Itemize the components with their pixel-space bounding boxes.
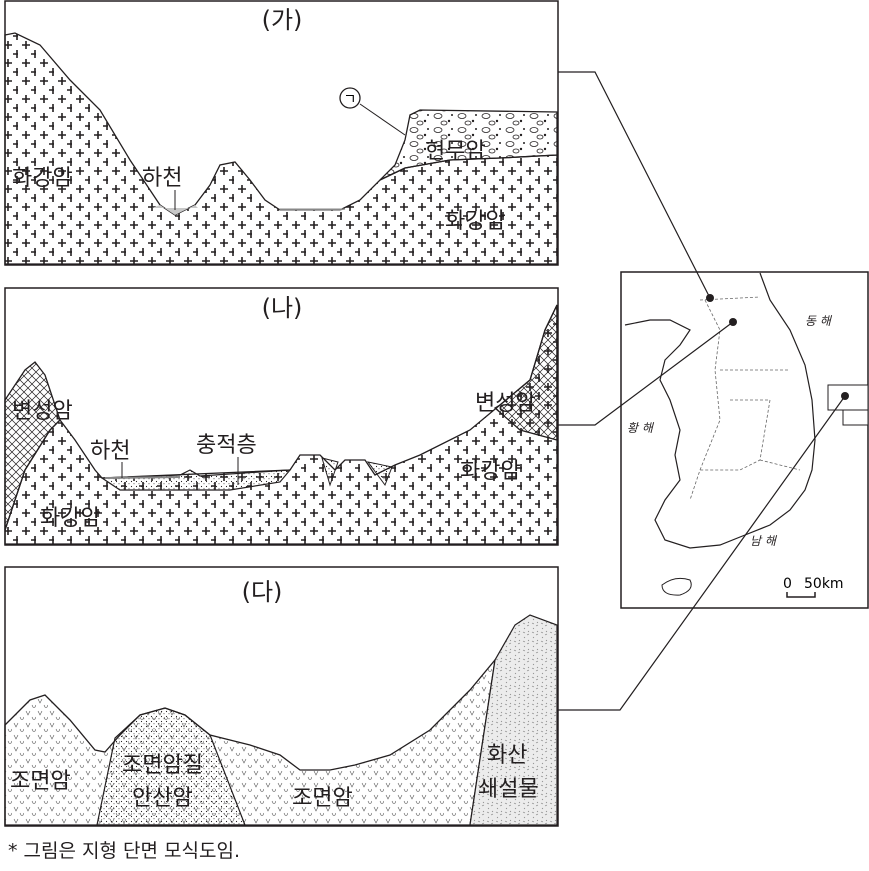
- jeju-island: [661, 577, 692, 596]
- panel-title: (가): [262, 6, 303, 34]
- label-metamorphic: 변성암: [475, 391, 536, 416]
- panel-na: (나) 변성암 변성암 하천 충적층 화강암 화강암: [4, 287, 559, 546]
- leader-lines: [558, 71, 846, 711]
- label-andesite: 안산암: [132, 786, 193, 811]
- footnote: * 그림은 지형 단면 모식도임.: [8, 840, 240, 862]
- alluvium-layer: [100, 469, 292, 491]
- label-granite: 화강암: [12, 166, 73, 191]
- basalt-layer: [379, 109, 558, 181]
- metamorphic-right: [493, 304, 558, 441]
- scale-value: 50km: [804, 576, 844, 592]
- label-granite: 화강암: [460, 459, 521, 484]
- province-borders: [689, 296, 801, 501]
- panel-title: (나): [262, 294, 303, 322]
- label-basalt: 현무암: [425, 139, 486, 164]
- label-trachyte: 조면암: [10, 769, 71, 794]
- panel-da: (다) 조면암 조면암질 안산암 조면암 화산 쇄설물: [4, 566, 559, 827]
- label-pyroclastic: 화산: [487, 743, 527, 768]
- marker-label: ㄱ: [344, 92, 357, 108]
- leader-line: [359, 103, 406, 136]
- label-yellow-sea: 황 해: [627, 421, 655, 435]
- panel-ga: (가) ㄱ 현무암 화강암 하천 화강암: [4, 0, 559, 266]
- scale-zero: 0: [783, 576, 792, 592]
- label-metamorphic: 변성암: [12, 399, 73, 424]
- label-trachyte: 조면암: [292, 786, 353, 811]
- panel-title: (다): [242, 578, 283, 606]
- label-granite: 화강암: [445, 209, 506, 234]
- label-river: 하천: [142, 166, 182, 191]
- korea-map: 동 해 황 해 남 해 0 50km: [620, 271, 869, 609]
- label-pyroclastic: 쇄설물: [478, 777, 539, 802]
- label-alluvium: 충적층: [196, 433, 257, 458]
- scale-bar: [786, 592, 816, 598]
- andesite-layer: [96, 707, 246, 826]
- label-granite: 화강암: [40, 506, 101, 531]
- label-south-sea: 남 해: [750, 534, 778, 548]
- label-east-sea: 동 해: [805, 314, 833, 328]
- pyroclastic-layer: [469, 614, 558, 826]
- marker-circle: [339, 87, 361, 109]
- label-andesite: 조면암질: [122, 753, 203, 778]
- river-water: [279, 208, 346, 211]
- label-river: 하천: [90, 439, 130, 464]
- metamorphic-left: [4, 361, 61, 531]
- coastline: [624, 272, 816, 549]
